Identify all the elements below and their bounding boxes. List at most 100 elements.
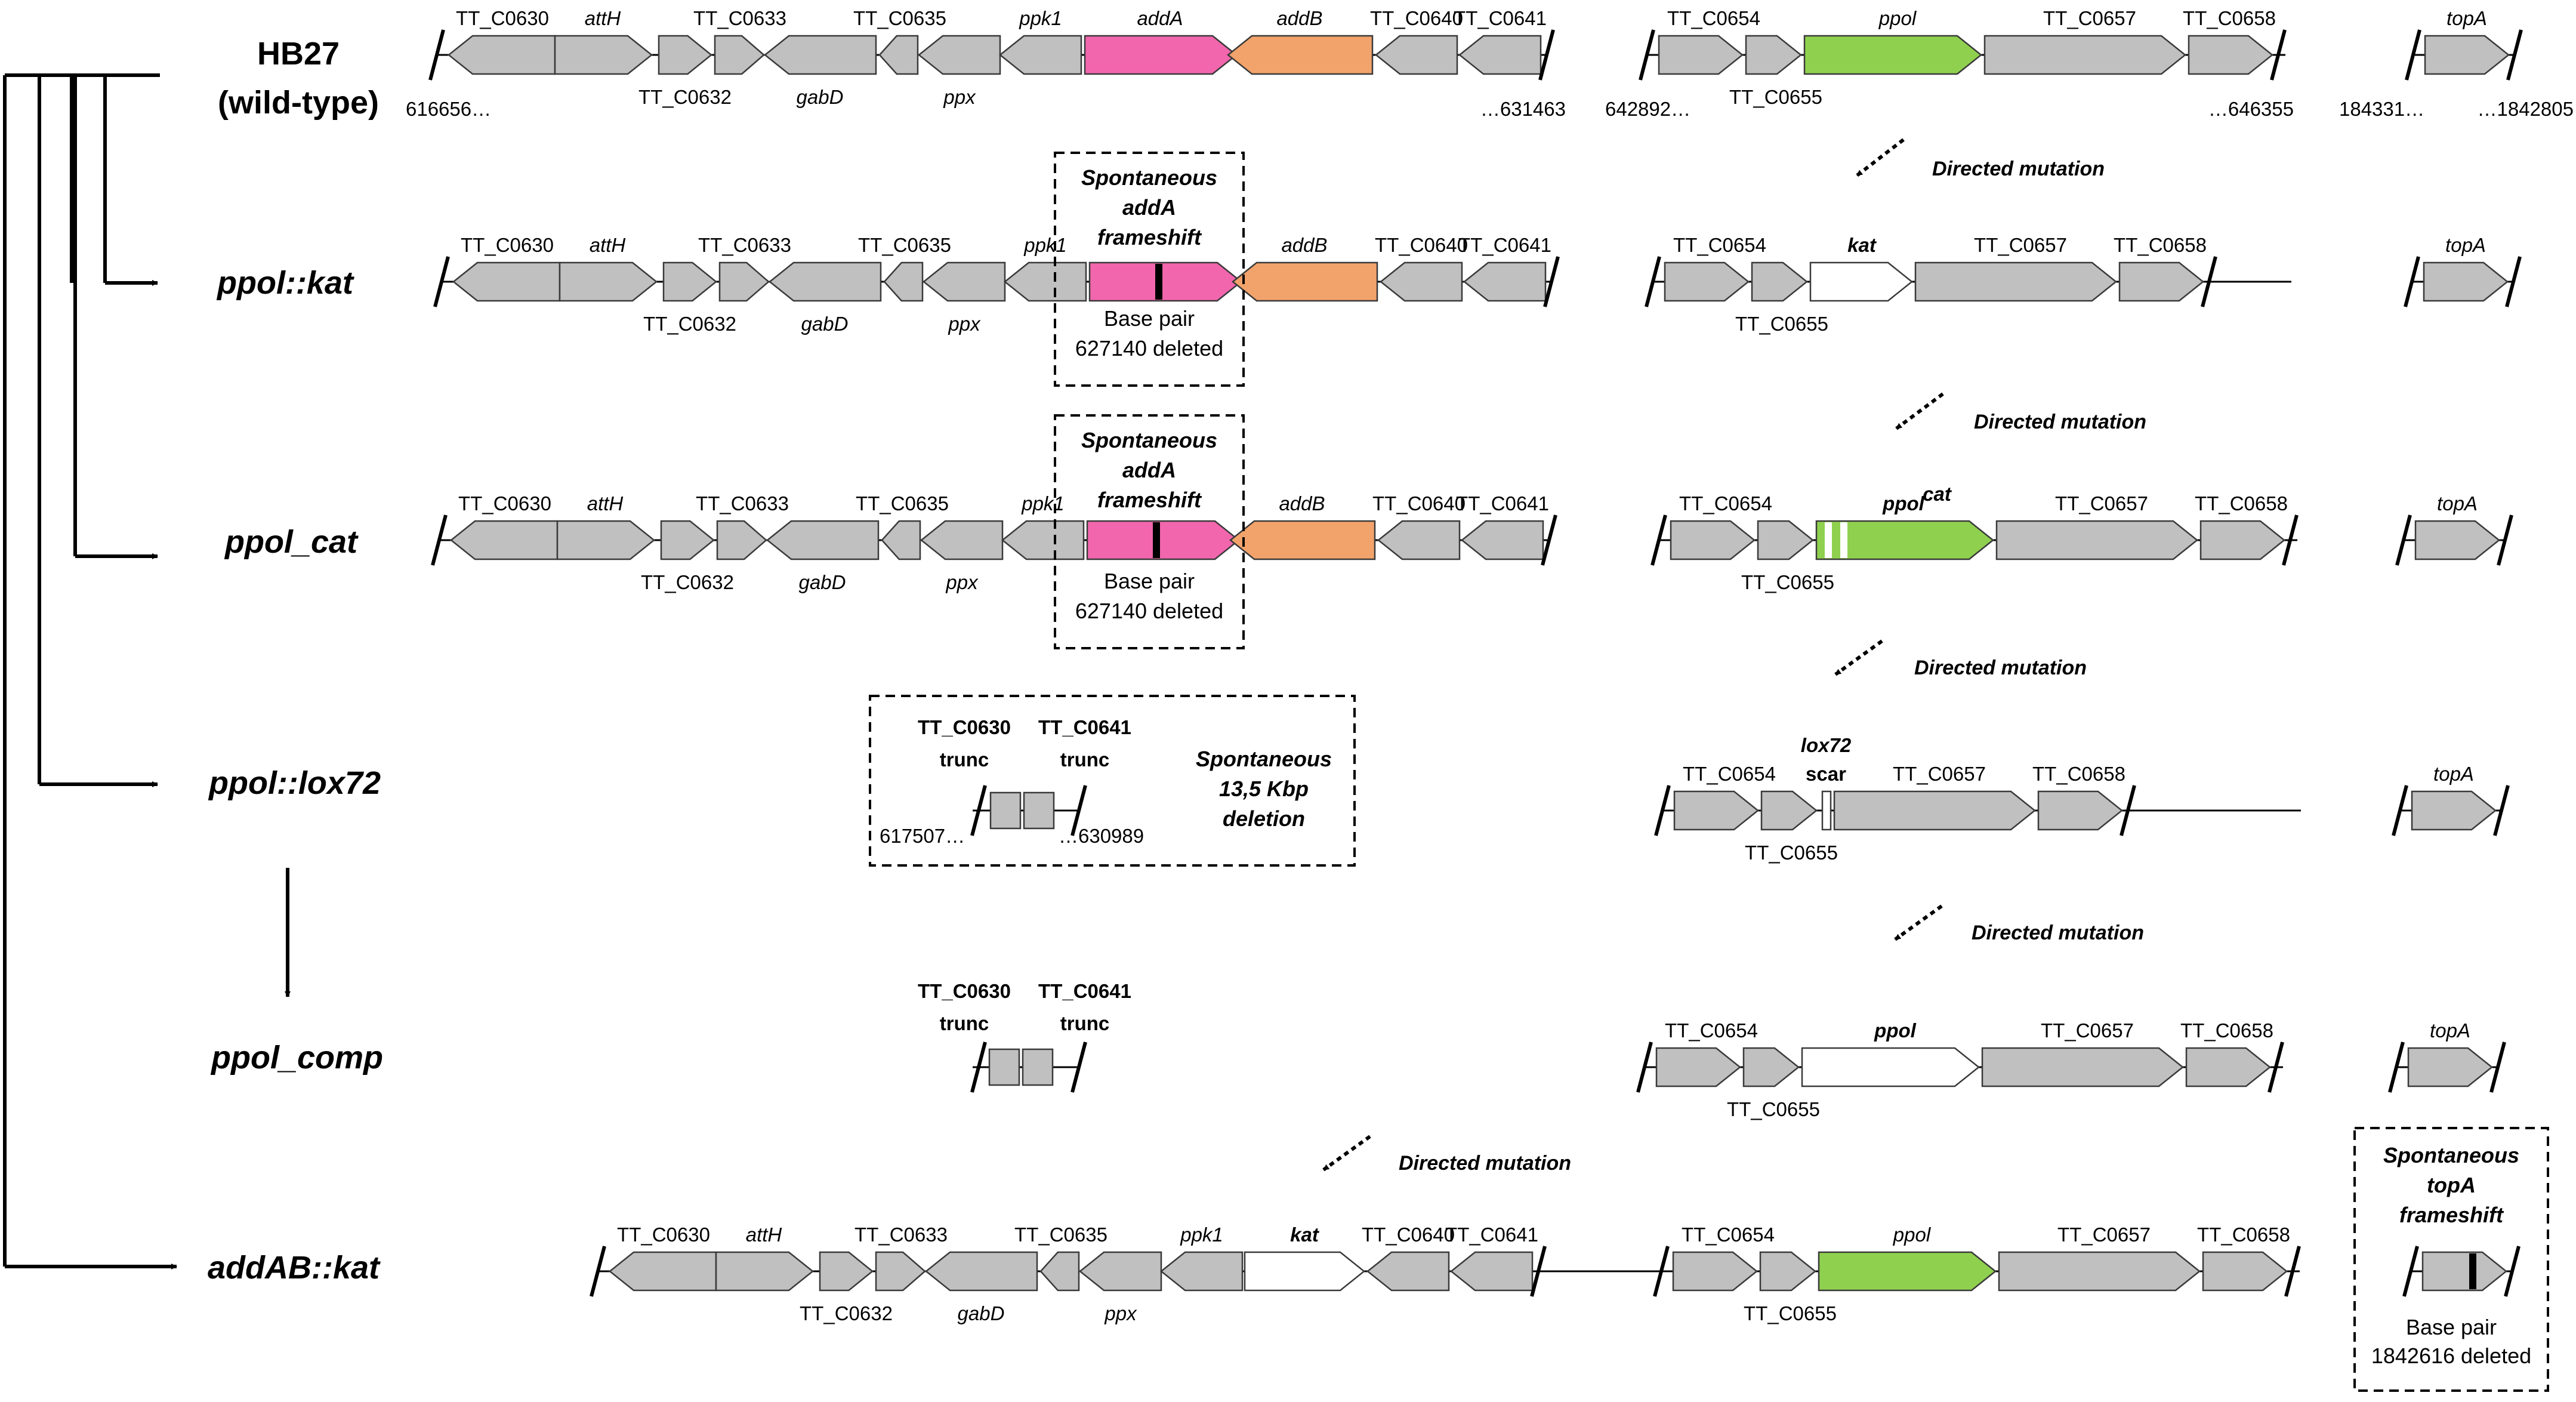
topa-bp-label: Base pair — [2406, 1315, 2497, 1339]
label-tt-c0658: TT_C0658 — [2114, 234, 2207, 256]
locus-end-bar — [428, 29, 445, 81]
locus-end-bar — [433, 256, 450, 307]
locus-end-bar — [2268, 1042, 2284, 1093]
gene-tt-c0658 — [2188, 35, 2274, 75]
label-tt-c0641-trunc: TT_C0641 — [1038, 716, 1131, 738]
label-ppol: ppol — [1878, 7, 1917, 29]
frameshift-title: Spontaneous — [1081, 165, 1217, 190]
locus-end-bar — [1654, 785, 1671, 836]
locus-end-bar — [2120, 785, 2136, 836]
gene-tt-c0635 — [881, 520, 921, 560]
frameshift-box-1 — [1054, 152, 1245, 387]
gene-tt-c0654 — [1655, 1047, 1742, 1087]
label-gabd: gabD — [797, 86, 844, 108]
coord-right-end: …1842805 — [2478, 98, 2574, 120]
frameshift-gene: addA — [1122, 458, 1176, 482]
gene-tt-c0654 — [1670, 520, 1756, 560]
coord-right-start: 184331… — [2339, 98, 2424, 120]
label-tt-c0630: TT_C0630 — [456, 7, 549, 29]
locus-end-bar — [1070, 785, 1087, 836]
label-ppx: ppx — [943, 86, 976, 108]
gene-tt-c0658 — [2202, 1251, 2288, 1292]
gene-tt-c0658 — [2037, 790, 2124, 831]
label-trunc: trunc — [1060, 748, 1110, 771]
label-tt-c0633: TT_C0633 — [693, 7, 786, 29]
strain-label-ppol-cat: ppol_cat — [224, 524, 359, 560]
gene-tt-c0630-trunc — [988, 1048, 1020, 1086]
label-tt-c0658: TT_C0658 — [2183, 7, 2276, 29]
locus-end-bar — [2493, 785, 2510, 836]
coord-mid-end: …646355 — [2208, 98, 2294, 120]
label-atth: attH — [585, 7, 621, 29]
locus-end-bar — [2497, 514, 2513, 566]
label-topa: topA — [2447, 7, 2487, 29]
label-tt-c0632: TT_C0632 — [800, 1302, 893, 1324]
directed-mutation-note: Directed mutation — [1399, 1152, 1571, 1175]
gene-tt-c0657 — [1998, 1251, 2201, 1292]
label-tt-c0655: TT_C0655 — [1729, 86, 1822, 108]
locus-end-bar — [1070, 1042, 1087, 1093]
lineage-tree — [3, 73, 291, 1269]
label-ppk1: ppk1 — [1019, 7, 1062, 29]
gene-tt-c0655 — [1751, 261, 1809, 302]
label-tt-c0633: TT_C0633 — [854, 1224, 948, 1246]
label-ppk1: ppk1 — [1180, 1224, 1223, 1246]
gene-tt-c0657 — [1981, 1047, 2185, 1087]
topa-bp-value: 1842616 deleted — [2371, 1344, 2531, 1368]
strain-label-ppol-kat: ppol::kat — [216, 265, 354, 301]
gene-ppol — [1818, 1251, 1997, 1292]
gene-addb — [1229, 520, 1376, 560]
gene-ppk1 — [1159, 1251, 1244, 1292]
directed-mutation-arrow — [1322, 1135, 1371, 1172]
gene-tt-c0633 — [875, 1251, 926, 1292]
gene-ppk1 — [1003, 261, 1087, 302]
gene-tt-c0657 — [1995, 520, 2199, 560]
gene-addb — [1226, 35, 1374, 75]
topa-frameshift-box — [2353, 1127, 2549, 1392]
gene-tt-c0655 — [1757, 520, 1815, 560]
locus-end-bar — [970, 785, 987, 836]
topa-box-type: frameshift — [2399, 1203, 2504, 1227]
gene-adda — [1086, 520, 1241, 560]
gene-tt-c0654 — [1658, 35, 1744, 75]
gene-atth — [554, 35, 653, 75]
gene-tt-c0654 — [1672, 1251, 1759, 1292]
gene-topa — [2423, 261, 2509, 302]
gene-tt-c0641 — [1449, 1251, 1534, 1292]
gene-tt-c0658 — [2118, 261, 2205, 302]
adda-frameshift-mark — [1153, 522, 1160, 558]
frameshift-bp-label: Base pair — [1104, 569, 1195, 593]
label-kat: kat — [1847, 234, 1877, 256]
label-lox72: lox72 — [1801, 734, 1852, 756]
gene-ppk1 — [1001, 520, 1085, 560]
label-tt-c0641: TT_C0641 — [1454, 7, 1547, 29]
gene-ppol — [1803, 35, 1983, 75]
deletion-size: 13,5 Kbp — [1219, 777, 1309, 801]
deletion-type: deletion — [1223, 806, 1305, 831]
gene-topa — [2411, 790, 2497, 831]
topa-box-gene: topA — [2427, 1173, 2476, 1197]
locus-end-bar — [2405, 29, 2421, 81]
locus-end-bar — [2506, 29, 2523, 81]
strain-label-ppol-comp: ppol_comp — [210, 1040, 383, 1076]
locus-end-bar — [1645, 256, 1661, 307]
label-tt-c0630-trunc: TT_C0630 — [918, 716, 1011, 738]
gene-tt-c0655 — [1759, 1251, 1817, 1292]
gene-tt-c0632 — [662, 261, 717, 302]
gene-tt-c0654 — [1673, 790, 1760, 831]
gene-tt-c0630 — [447, 35, 556, 75]
label-tt-c0654: TT_C0654 — [1679, 492, 1772, 514]
label-tt-c0655: TT_C0655 — [1741, 571, 1834, 593]
label-ppx: ppx — [1104, 1302, 1137, 1324]
label-tt-c0633: TT_C0633 — [698, 234, 791, 256]
directed-mutation-arrow — [1894, 904, 1943, 941]
locus-end-bar — [1636, 1042, 1653, 1093]
label-topa: topA — [2437, 492, 2478, 514]
gene-tt-c0654 — [1664, 261, 1750, 302]
locus-end-bar — [1530, 1246, 1547, 1297]
gene-tt-c0640 — [1379, 261, 1463, 302]
label-tt-c0641: TT_C0641 — [1458, 234, 1551, 256]
label-tt-c0630-trunc: TT_C0630 — [918, 980, 1011, 1002]
